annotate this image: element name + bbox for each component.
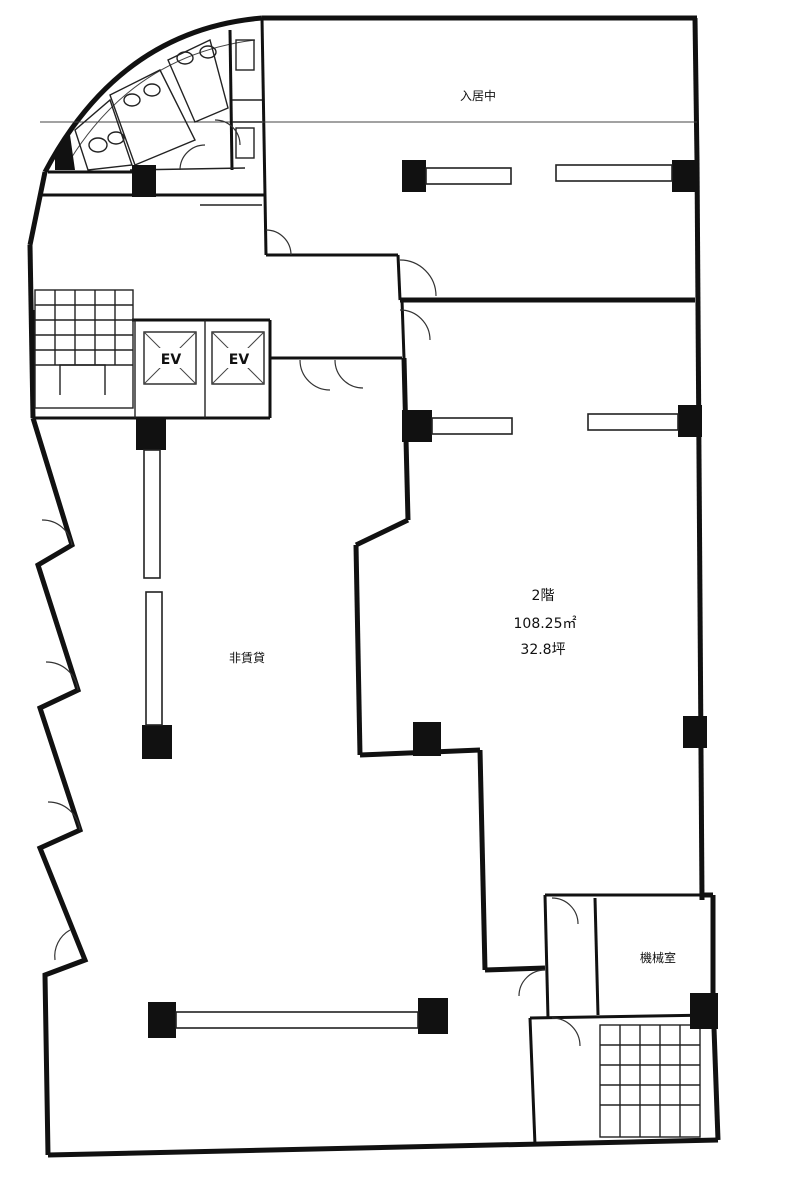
stair-right xyxy=(599,1024,701,1138)
column xyxy=(402,410,432,442)
beams xyxy=(143,164,679,1029)
column xyxy=(418,998,448,1034)
door-swings xyxy=(41,119,581,1047)
column xyxy=(413,722,441,756)
column xyxy=(132,165,156,197)
interior-walls xyxy=(31,17,714,1146)
elevator-2: EV xyxy=(211,331,265,385)
column xyxy=(690,993,718,1029)
elevator-1: EV xyxy=(143,331,197,385)
vacant-area-label: 非賃貸 xyxy=(229,650,265,665)
column xyxy=(683,716,707,748)
elevator-1-label: EV xyxy=(161,352,182,368)
unit-area-tsubo: 32.8坪 xyxy=(520,642,565,658)
machine-room-label: 機械室 xyxy=(640,950,676,965)
column xyxy=(148,1002,176,1038)
column xyxy=(142,725,172,759)
column xyxy=(136,418,166,450)
floor-label: 2階 xyxy=(532,588,555,604)
structural-columns xyxy=(132,160,718,1038)
unit-area-sqm: 108.25㎡ xyxy=(514,616,577,632)
column xyxy=(672,160,696,192)
stair-left xyxy=(34,289,134,409)
occupied-tenant-label: 入居中 xyxy=(460,88,496,103)
column xyxy=(402,160,426,192)
column xyxy=(678,405,702,437)
toilet-fixtures xyxy=(55,39,255,171)
elevator-2-label: EV xyxy=(229,352,250,368)
